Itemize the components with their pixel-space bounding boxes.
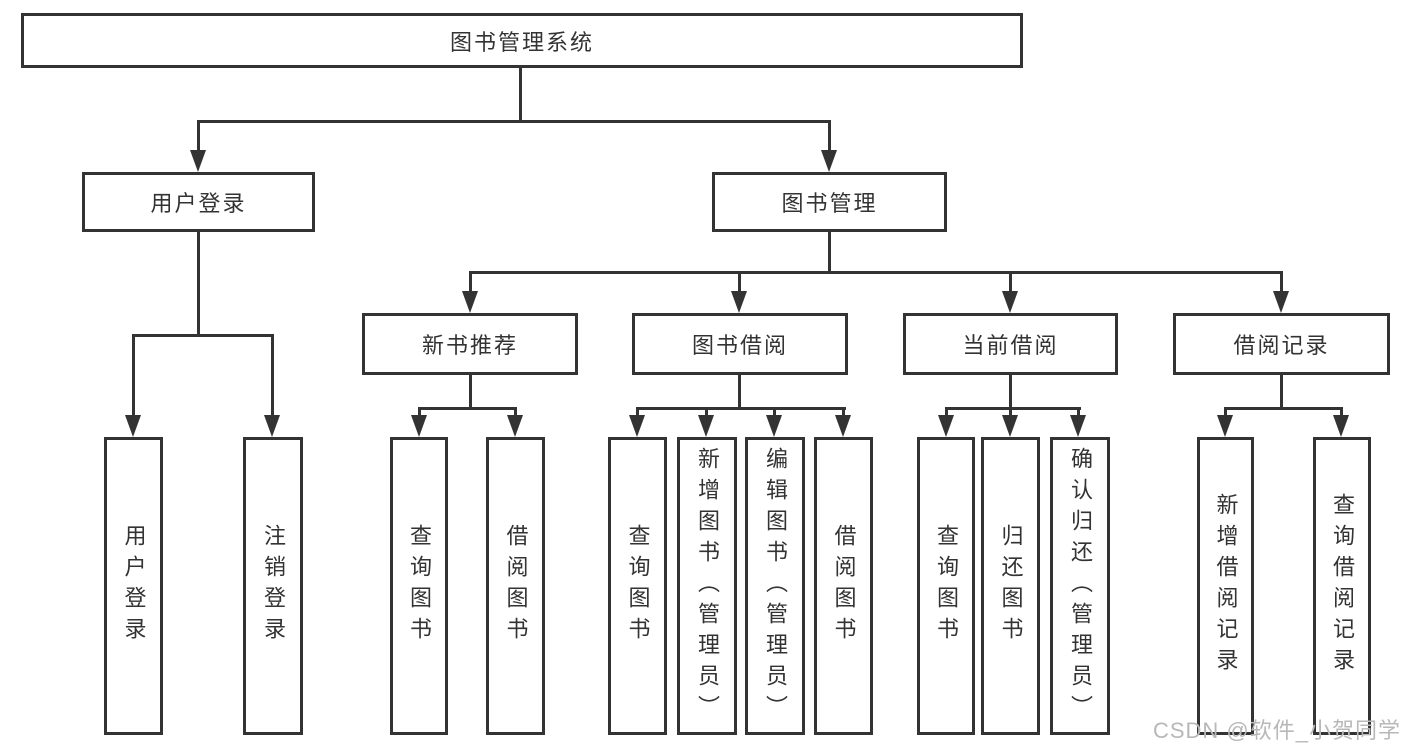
connector-bar — [197, 120, 831, 123]
connector-stem — [828, 232, 831, 273]
connector-stem — [197, 232, 200, 336]
connector-drop — [738, 271, 741, 293]
connector-bar — [945, 407, 1081, 410]
connector-bar — [1224, 407, 1343, 410]
connector-drop — [469, 271, 472, 293]
connector-drop — [1009, 407, 1012, 417]
node-label: 新书推荐 — [421, 333, 518, 358]
arrowhead-down — [766, 415, 782, 437]
leaf-return-book: 归还图书 — [981, 437, 1040, 735]
arrowhead-down — [411, 415, 427, 437]
connector-stem — [469, 375, 472, 409]
arrowhead-down — [125, 415, 141, 437]
leaf-add-borrow-record: 新增借阅记录 — [1197, 437, 1254, 735]
arrowhead-down — [731, 291, 747, 313]
node-label: 借阅图书 — [831, 524, 857, 648]
connector-drop — [1340, 407, 1343, 417]
node-label: 图书管理 — [781, 191, 878, 216]
arrowhead-down — [629, 415, 645, 437]
arrowhead-down — [1002, 291, 1018, 313]
node-label: 用户登录 — [150, 191, 247, 216]
connector-stem — [1009, 375, 1012, 409]
connector-bar — [469, 271, 1282, 274]
node-new-book-recommend: 新书推荐 — [362, 313, 578, 375]
connector-bar — [418, 407, 517, 410]
node-current-borrowing: 当前借阅 — [903, 313, 1118, 375]
watermark-text: CSDN @软件_小贺同学 — [1152, 718, 1401, 743]
arrowhead-down — [821, 150, 837, 172]
node-label: 借阅记录 — [1233, 333, 1330, 358]
connector-drop — [1224, 407, 1227, 417]
arrowhead-down — [1217, 415, 1233, 437]
arrowhead-down — [462, 291, 478, 313]
connector-bar — [636, 407, 846, 410]
connector-drop — [132, 334, 135, 416]
connector-drop — [945, 407, 948, 417]
leaf-confirm-return-admin: 确认归还（管理员） — [1050, 437, 1110, 735]
node-root-label: 图书管理系统 — [449, 29, 594, 55]
leaf-query-borrow-record: 查询借阅记录 — [1313, 437, 1371, 735]
connector-drop — [828, 120, 831, 152]
connector-stem — [1280, 375, 1283, 409]
node-label: 编辑图书（管理员） — [763, 446, 788, 726]
connector-drop — [1280, 271, 1283, 293]
node-label: 归还图书 — [998, 524, 1024, 648]
connector-drop — [773, 407, 776, 417]
arrowhead-down — [1333, 415, 1349, 437]
node-label: 查询图书 — [407, 524, 432, 648]
arrowhead-down — [264, 415, 280, 437]
arrowhead-down — [938, 415, 954, 437]
node-label: 查询图书 — [934, 524, 959, 648]
connector-drop — [636, 407, 639, 417]
connector-stem — [738, 375, 741, 409]
connector-stem — [519, 68, 522, 122]
node-label: 查询借阅记录 — [1330, 493, 1355, 679]
connector-drop — [514, 407, 517, 417]
connector-drop — [705, 407, 708, 417]
arrowhead-down — [190, 150, 206, 172]
node-label: 确认归还（管理员） — [1068, 446, 1093, 726]
connector-bar — [132, 334, 274, 337]
leaf-user-login: 用户登录 — [104, 437, 163, 735]
node-borrowing-records: 借阅记录 — [1173, 313, 1390, 375]
node-book-management: 图书管理 — [712, 172, 947, 232]
connector-drop — [842, 407, 845, 417]
leaf-add-book-admin: 新增图书（管理员） — [677, 437, 737, 735]
leaf-borrow-books-recommend: 借阅图书 — [486, 437, 545, 735]
leaf-borrow-books-borrowing: 借阅图书 — [814, 437, 873, 735]
arrowhead-down — [835, 415, 851, 437]
node-label: 用户登录 — [121, 524, 147, 648]
node-user-login-branch: 用户登录 — [82, 172, 315, 232]
node-label: 注销登录 — [261, 524, 286, 648]
leaf-query-books-borrowing: 查询图书 — [608, 437, 667, 735]
node-label: 查询图书 — [625, 524, 651, 648]
connector-drop — [271, 334, 274, 416]
arrowhead-down — [1070, 415, 1086, 437]
leaf-query-books-current: 查询图书 — [917, 437, 975, 735]
connector-drop — [1077, 407, 1080, 417]
leaf-logout: 注销登录 — [243, 437, 303, 735]
leaf-edit-book-admin: 编辑图书（管理员） — [745, 437, 805, 735]
node-label: 图书借阅 — [691, 333, 788, 358]
arrowhead-down — [1002, 415, 1018, 437]
arrowhead-down — [1273, 291, 1289, 313]
node-label: 当前借阅 — [962, 333, 1059, 358]
leaf-query-books-recommend: 查询图书 — [390, 437, 448, 735]
node-label: 借阅图书 — [503, 524, 529, 648]
node-label: 新增借阅记录 — [1213, 493, 1239, 679]
node-book-borrowing: 图书借阅 — [632, 313, 848, 375]
connector-drop — [1009, 271, 1012, 293]
connector-drop — [418, 407, 421, 417]
node-label: 新增图书（管理员） — [695, 446, 720, 726]
node-root: 图书管理系统 — [21, 13, 1023, 68]
arrowhead-down — [507, 415, 523, 437]
connector-drop — [197, 120, 200, 152]
arrowhead-down — [698, 415, 714, 437]
